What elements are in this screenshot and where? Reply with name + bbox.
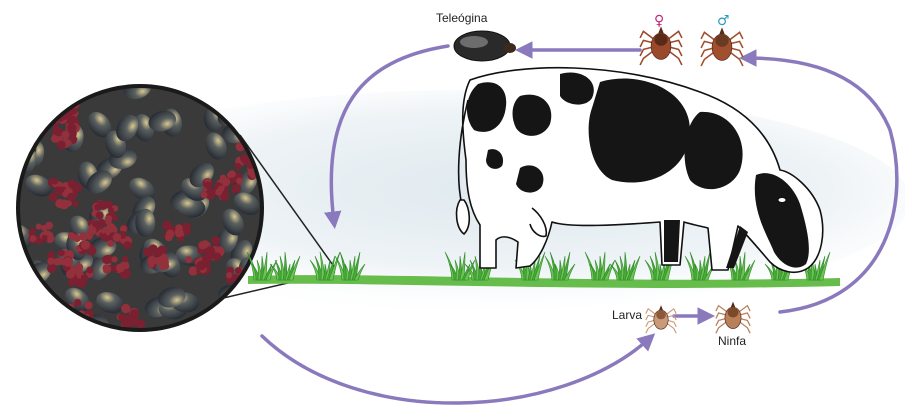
nymph-tick-icon	[716, 302, 750, 334]
label-teleogina: Teleógina	[436, 11, 487, 25]
engorged-tick-icon	[454, 31, 516, 61]
larva-tick-icon	[646, 305, 676, 333]
adult-tick-icon	[701, 27, 743, 66]
label-ninfa: Ninfa	[718, 334, 746, 348]
female-symbol: ♀	[654, 14, 664, 28]
arrow-eggs-to-larva	[262, 336, 650, 403]
cow-eye	[778, 198, 786, 203]
label-larva: Larva	[612, 308, 642, 322]
male-symbol: ♂	[717, 14, 730, 28]
adult-tick-icon	[640, 26, 682, 65]
